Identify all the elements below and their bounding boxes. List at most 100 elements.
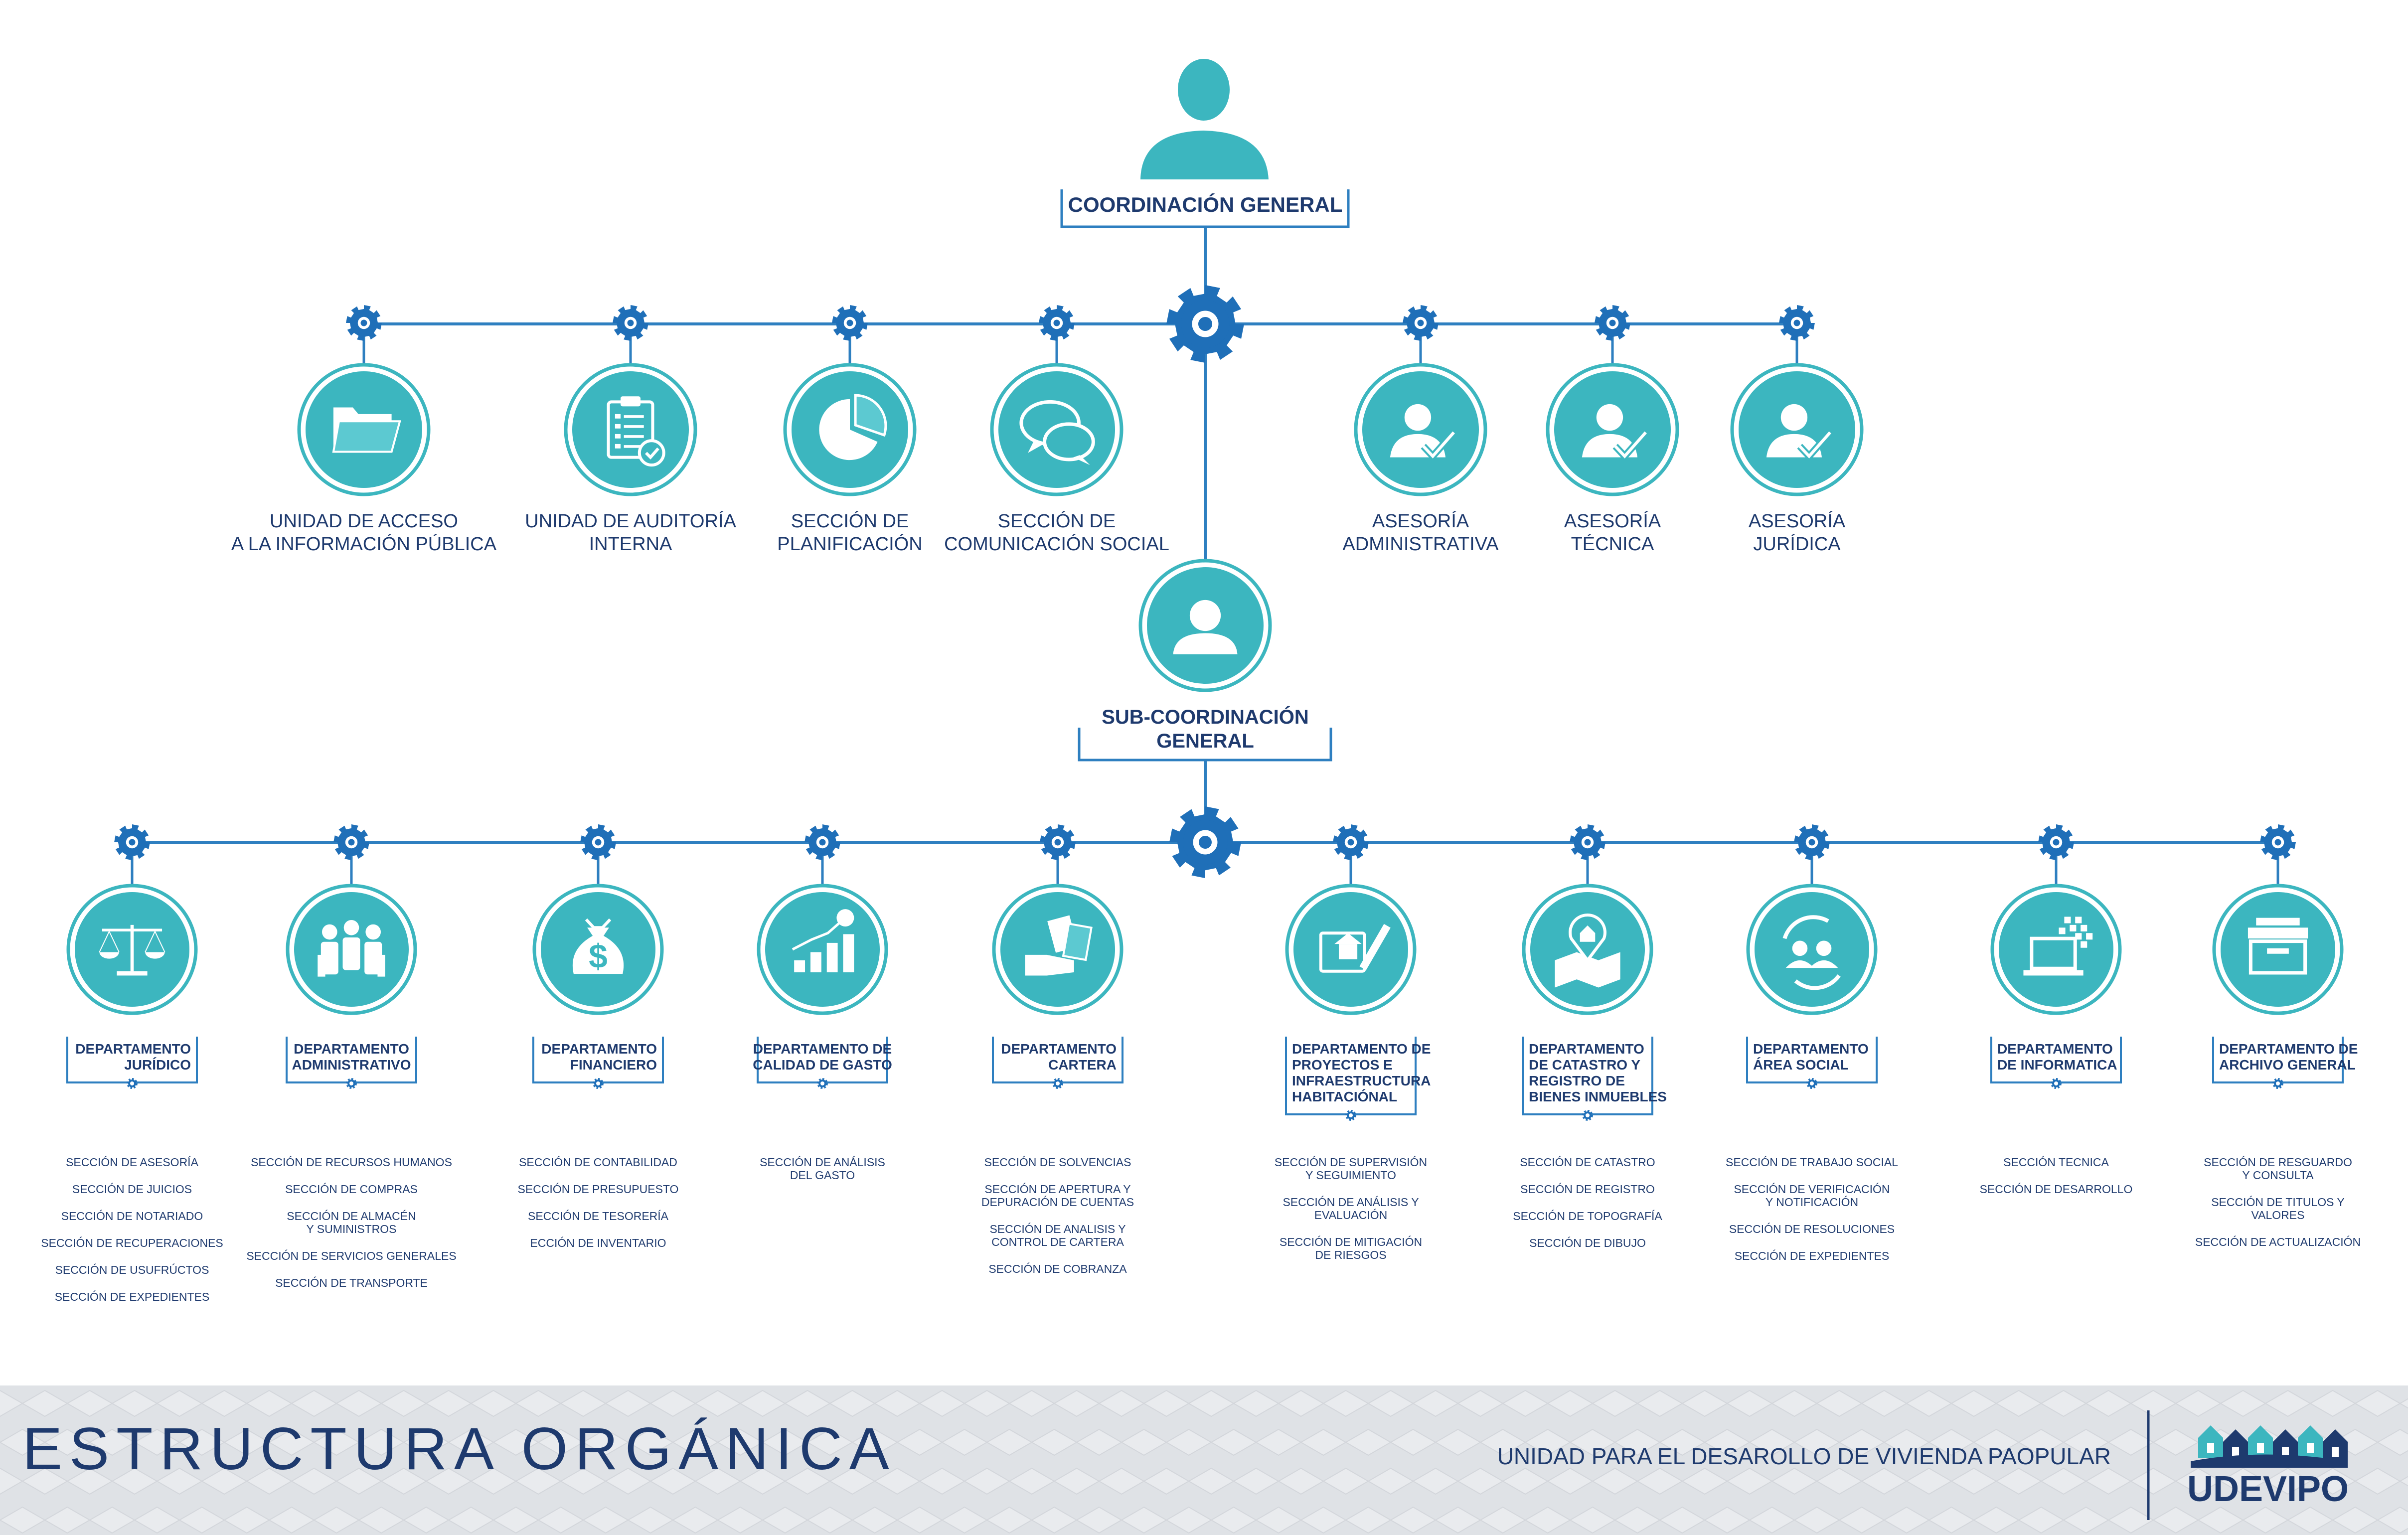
advisor-check-icon [1390,404,1456,461]
unit-label-line: ADMINISTRATIVA [1342,534,1499,555]
section-item: SECCIÓN DE ANÁLISIS Y [1283,1196,1419,1209]
advisor-check-icon [1582,404,1648,461]
unit-label-line: ASESORÍA [1564,510,1661,532]
section-item: SECCIÓN DE CONTABILIDAD [519,1156,677,1169]
section-item: SECCIÓN DE SUPERVISIÓN [1275,1156,1427,1169]
section-item: SECCIÓN DE COMPRAS [285,1183,418,1196]
money-bag-icon: $ [572,918,624,975]
scales-icon [99,924,165,976]
section-item: VALORES [2251,1209,2305,1222]
section-item: SECCIÓN DE RESOLUCIONES [1729,1223,1895,1235]
icon-badge [1730,363,1864,496]
department-label-line: DE INFORMATICA [1997,1057,2117,1073]
dollar-sign-icon: $ [589,938,608,975]
chat-bubbles-icon [1019,400,1095,465]
cube-pattern [0,1389,2408,1534]
gear-icon [580,824,616,860]
section-item: SECCIÓN DE TESORERÍA [528,1210,669,1223]
department-label-line: CARTERA [1048,1057,1117,1073]
small-gear-icon [1052,1078,1063,1089]
section-item: SECCIÓN DE EXPEDIENTES [55,1290,210,1303]
clipboard-icon [607,396,665,467]
icon-badge [1546,363,1679,496]
person-icon [1173,600,1238,654]
unit-label-line: A LA INFORMACIÓN PÚBLICA [231,533,497,555]
unit-label-line: ASESORÍA [1372,510,1469,532]
icon-badge [2212,884,2344,1015]
department-label-line: DEPARTAMENTO DE [1292,1041,1431,1057]
department-label-line: DEPARTAMENTO [1753,1041,1869,1057]
gear-icon [832,305,868,341]
section-item: SECCIÓN DE TRANSPORTE [275,1276,428,1289]
section-item: SECCIÓN DE TOPOGRAFÍA [1513,1210,1662,1223]
small-gear-icon [346,1078,357,1089]
section-item: SECCIÓN DE RECUPERACIONES [41,1236,223,1249]
department-label-line: ADMINISTRATIVO [292,1057,411,1073]
title-sub-coordinacion: GENERAL [1156,730,1254,752]
department-label-line: ÁREA SOCIAL [1753,1057,1849,1073]
small-gear-icon [593,1078,604,1089]
small-gear-icon [1806,1078,1817,1089]
department-label-line: DE CATASTRO Y [1529,1057,1640,1073]
unit-label-line: SECCIÓN DE [791,510,909,532]
gear-icon [2260,824,2296,860]
laptop-icon [2023,917,2093,976]
small-gear-icon [817,1078,828,1089]
icon-badge [1522,884,1653,1015]
department-label-line: HABITACIÓNAL [1292,1089,1397,1104]
section-item: SECCIÓN DE DIBUJO [1529,1236,1646,1249]
footer-subtitle: UNIDAD PARA EL DESAROLLO DE VIVIENDA PAO… [1497,1443,2111,1469]
department-label-line: DEPARTAMENTO [1997,1041,2113,1057]
department-label-line: ARCHIVO GENERAL [2219,1057,2356,1073]
gear-icon [1333,824,1369,860]
icon-badge [1138,559,1272,692]
section-item: EVALUACIÓN [1314,1209,1388,1222]
unit-label-line: INTERNA [589,534,672,555]
icon-badge [286,884,417,1015]
gear-icon [1040,824,1076,860]
department-label-line: DEPARTAMENTO [1529,1041,1644,1057]
icon-badge [1990,884,2122,1015]
section-item: SECCIÓN DE TRABAJO SOCIAL [1726,1156,1898,1169]
section-item: SECCIÓN DE ALMACÉN [287,1210,416,1223]
section-item: DEPURACIÓN DE CUENTAS [981,1196,1134,1209]
gear-icon [1595,305,1630,341]
section-item: SECCIÓN DE RESGUARDO [2204,1156,2352,1169]
gear-icon [1794,824,1830,860]
section-item: DEL GASTO [790,1169,855,1182]
department-label-line: DEPARTAMENTO [75,1041,191,1057]
section-item: SECCIÓN DE CATASTRO [1520,1156,1655,1169]
gear-icon [1039,305,1075,341]
gear-icon [114,824,150,860]
social-exchange-icon [1782,915,1841,990]
section-item: SECCIÓN DE TITULOS Y [2211,1196,2345,1209]
section-item: DE RIESGOS [1315,1248,1386,1261]
icon-badge [1354,363,1487,496]
small-gear-icon [1582,1110,1593,1121]
cash-hand-icon [1025,915,1093,976]
logo-house-icon [2273,1429,2298,1462]
gear-icon [804,824,840,860]
growth-chart-icon [792,909,854,972]
department-label-line: INFRAESTRUCTURA [1292,1073,1431,1088]
section-item: SECCIÓN DE VERIFICACIÓN [1734,1183,1890,1196]
logo-house-icon [2223,1429,2248,1462]
department-label-line: FINANCIERO [570,1057,657,1073]
department-label-line: CALIDAD DE GASTO [753,1057,892,1073]
section-item: SECCIÓN DE ACTUALIZACIÓN [2195,1235,2361,1248]
gear-icon [346,305,382,341]
section-item: Y NOTIFICACIÓN [1766,1196,1858,1209]
section-item: SECCIÓN DE DESARROLLO [1980,1183,2133,1196]
logo-base [2191,1454,2348,1468]
